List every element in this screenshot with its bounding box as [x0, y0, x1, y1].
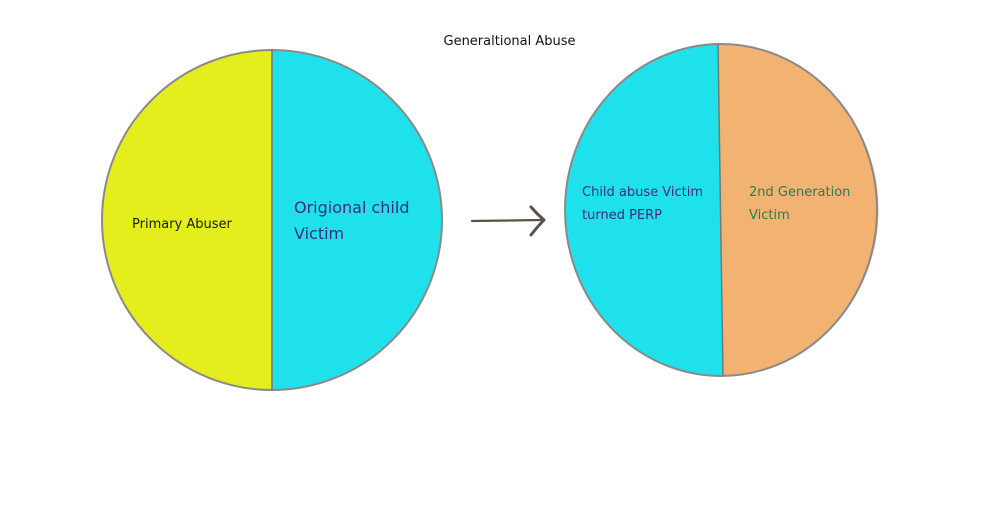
- right-circle-second-generation-half: [718, 43, 879, 377]
- left-circle-original-victim-half: [272, 50, 442, 390]
- label-original-child-victim: Origional child Victim: [294, 195, 409, 246]
- left-circle-primary-abuser-half: [102, 50, 272, 390]
- label-primary-abuser-text: Primary Abuser: [132, 217, 232, 232]
- label-second-generation-victim: 2nd Generation Victim: [749, 182, 850, 228]
- arrow-right-icon: [470, 205, 546, 237]
- label-victim-turned-perp: Child abuse Victim turned PERP: [582, 182, 703, 228]
- right-circle: [564, 43, 879, 377]
- label-perp-line2: turned PERP: [582, 207, 662, 223]
- label-primary-abuser: Primary Abuser: [132, 215, 232, 235]
- label-perp-line1: Child abuse Victim: [582, 185, 704, 200]
- left-circle: [101, 49, 443, 391]
- label-original-line1: Origional child: [294, 198, 410, 217]
- label-original-line2: Victim: [294, 223, 345, 243]
- label-second-line2: Victim: [749, 207, 790, 223]
- diagram-title: Generaltional Abuse: [443, 34, 576, 49]
- right-circle-perp-half: [565, 44, 723, 377]
- label-second-line1: 2nd Generation: [749, 185, 851, 200]
